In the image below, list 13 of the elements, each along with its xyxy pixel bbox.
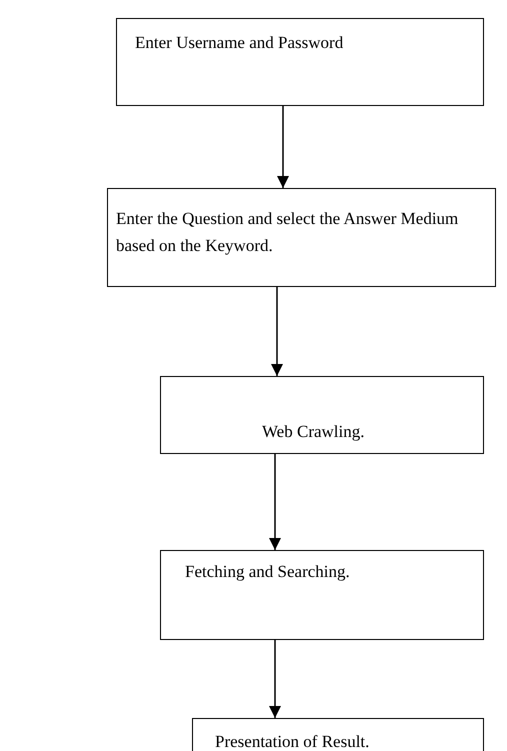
arrow xyxy=(269,640,281,718)
step-text: Enter the Question and select the Answer Medium based on the Keyword. xyxy=(116,208,460,257)
step-text: Web Crawling. xyxy=(262,421,366,443)
arrow xyxy=(271,287,283,376)
arrow xyxy=(277,106,289,188)
arrow xyxy=(269,454,281,550)
process-box xyxy=(160,550,484,640)
process-box xyxy=(116,18,484,106)
step-text: Fetching and Searching. xyxy=(185,561,351,583)
process-box xyxy=(160,376,484,454)
step-text: Enter Username and Password xyxy=(135,32,344,54)
step-text: Presentation of Result. xyxy=(215,731,370,751)
process-box xyxy=(107,188,496,287)
